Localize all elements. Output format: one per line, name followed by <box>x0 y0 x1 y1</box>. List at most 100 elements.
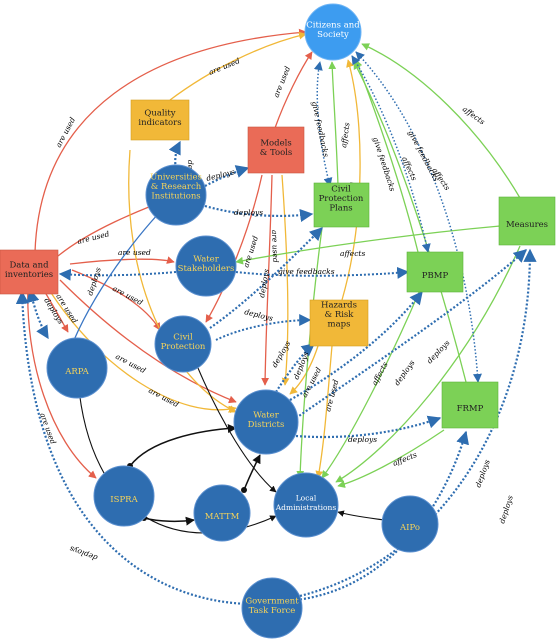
edge-civilprot-hazards <box>215 314 312 341</box>
node-label: ARPA <box>64 367 89 377</box>
node-pbmp[interactable]: PBMP <box>406 251 464 293</box>
node-arpa[interactable]: ARPA <box>46 337 108 399</box>
edge-models-waterdistricts <box>261 174 273 386</box>
node-label: ISPRA <box>110 495 138 505</box>
label-deploys: deploys <box>257 268 271 298</box>
edge-models-waterdistricts-yellow <box>281 174 290 386</box>
label-deploys: deploys <box>205 167 236 183</box>
node-frmp[interactable]: FRMP <box>441 381 499 429</box>
edge-universities-models <box>204 165 250 187</box>
label-affects: affects <box>339 122 351 148</box>
label-deploys: deploys <box>348 435 377 444</box>
edge-hazards-citizens <box>341 59 361 301</box>
edge-civilprot-localadmin <box>197 367 277 493</box>
edge-waterstake-data <box>58 268 177 281</box>
label-give-feedbacks: give feedbacks <box>310 101 331 158</box>
edge-mattm-waterdistricts <box>241 454 261 493</box>
label-deploys: deploys <box>270 339 292 369</box>
node-label: Measures <box>506 220 548 230</box>
edge-civilplans-localadmin <box>296 227 323 479</box>
edge-data-waterstake <box>69 256 175 265</box>
edge-arpa-universities <box>73 199 173 341</box>
node-label: PBMP <box>422 271 449 281</box>
edge-waterdistricts-frmp <box>295 415 442 439</box>
label-are-used: are used <box>207 56 241 77</box>
label-give-feedbacks: give feedbacks <box>278 267 335 276</box>
label-are-used: are used <box>114 352 147 375</box>
edge-quality-citizens <box>169 31 307 101</box>
edge-waterstake-pbmp <box>235 266 410 279</box>
node-aipo[interactable]: AIPo <box>381 495 439 553</box>
node-models-and-tools[interactable]: Models& Tools <box>247 126 305 174</box>
edge-aipo-localadmin <box>337 510 385 521</box>
edge-data-waterdistricts <box>59 279 237 404</box>
label-deploys: deploys <box>85 266 103 297</box>
edge-universities-quality <box>168 140 181 169</box>
label-affects: affects <box>391 450 418 468</box>
edge-frmp-localadmin <box>337 429 445 488</box>
node-label: MATTM <box>205 512 240 522</box>
label-are-used: are used <box>323 378 340 412</box>
label-deploys: deploys <box>244 307 275 323</box>
label-deploys: deploys <box>425 338 452 365</box>
label-are-used: are used <box>118 248 151 257</box>
edge-measures-localadmin <box>335 245 521 483</box>
label-are-used: are used <box>38 412 58 446</box>
node-label: FRMP <box>457 404 484 414</box>
label-deploys: deploys <box>473 458 491 489</box>
edge-models-citizens <box>274 51 313 129</box>
edge-hazards-localadmin <box>315 345 333 479</box>
label-deploys: deploys <box>392 358 416 387</box>
label-are-used: are used <box>111 284 144 307</box>
label-are-used: are used <box>54 116 77 149</box>
edge-data-civilprot <box>71 269 161 331</box>
edge-gov-data <box>15 290 249 606</box>
edge-data-citizens <box>34 28 307 253</box>
label-deploys: deploys <box>68 544 99 562</box>
label-deploys: deploys <box>497 494 515 525</box>
edge-data-waterdistricts-yellow <box>47 287 237 414</box>
edge-universities-civilplans <box>204 204 314 223</box>
label-deploys: deploys <box>234 208 263 217</box>
node-ispra[interactable]: ISPRA <box>93 465 155 527</box>
label-are-used: are used <box>241 234 260 268</box>
node-measures[interactable]: Measures <box>498 196 556 246</box>
edge-frmp-citizens-dotted <box>355 51 482 383</box>
edge-ispra-waterdistricts <box>127 423 237 469</box>
node-label: Models& Tools <box>260 138 293 158</box>
node-label: AIPo <box>399 523 420 533</box>
edge-waterdistricts-hazards <box>275 343 316 393</box>
edge-data-arpa-deploy <box>26 288 49 340</box>
label-are-used: are used <box>76 229 110 246</box>
edge-hazards-waterdistricts <box>289 345 319 395</box>
label-affects: affects <box>400 155 419 182</box>
label-are-used: are used <box>270 230 280 263</box>
edge-civilprot-civilplans <box>209 227 323 329</box>
node-mattm[interactable]: MATTM <box>193 484 251 542</box>
edge-civilplans-citizens <box>328 61 339 186</box>
label-affects: affects <box>340 249 365 258</box>
